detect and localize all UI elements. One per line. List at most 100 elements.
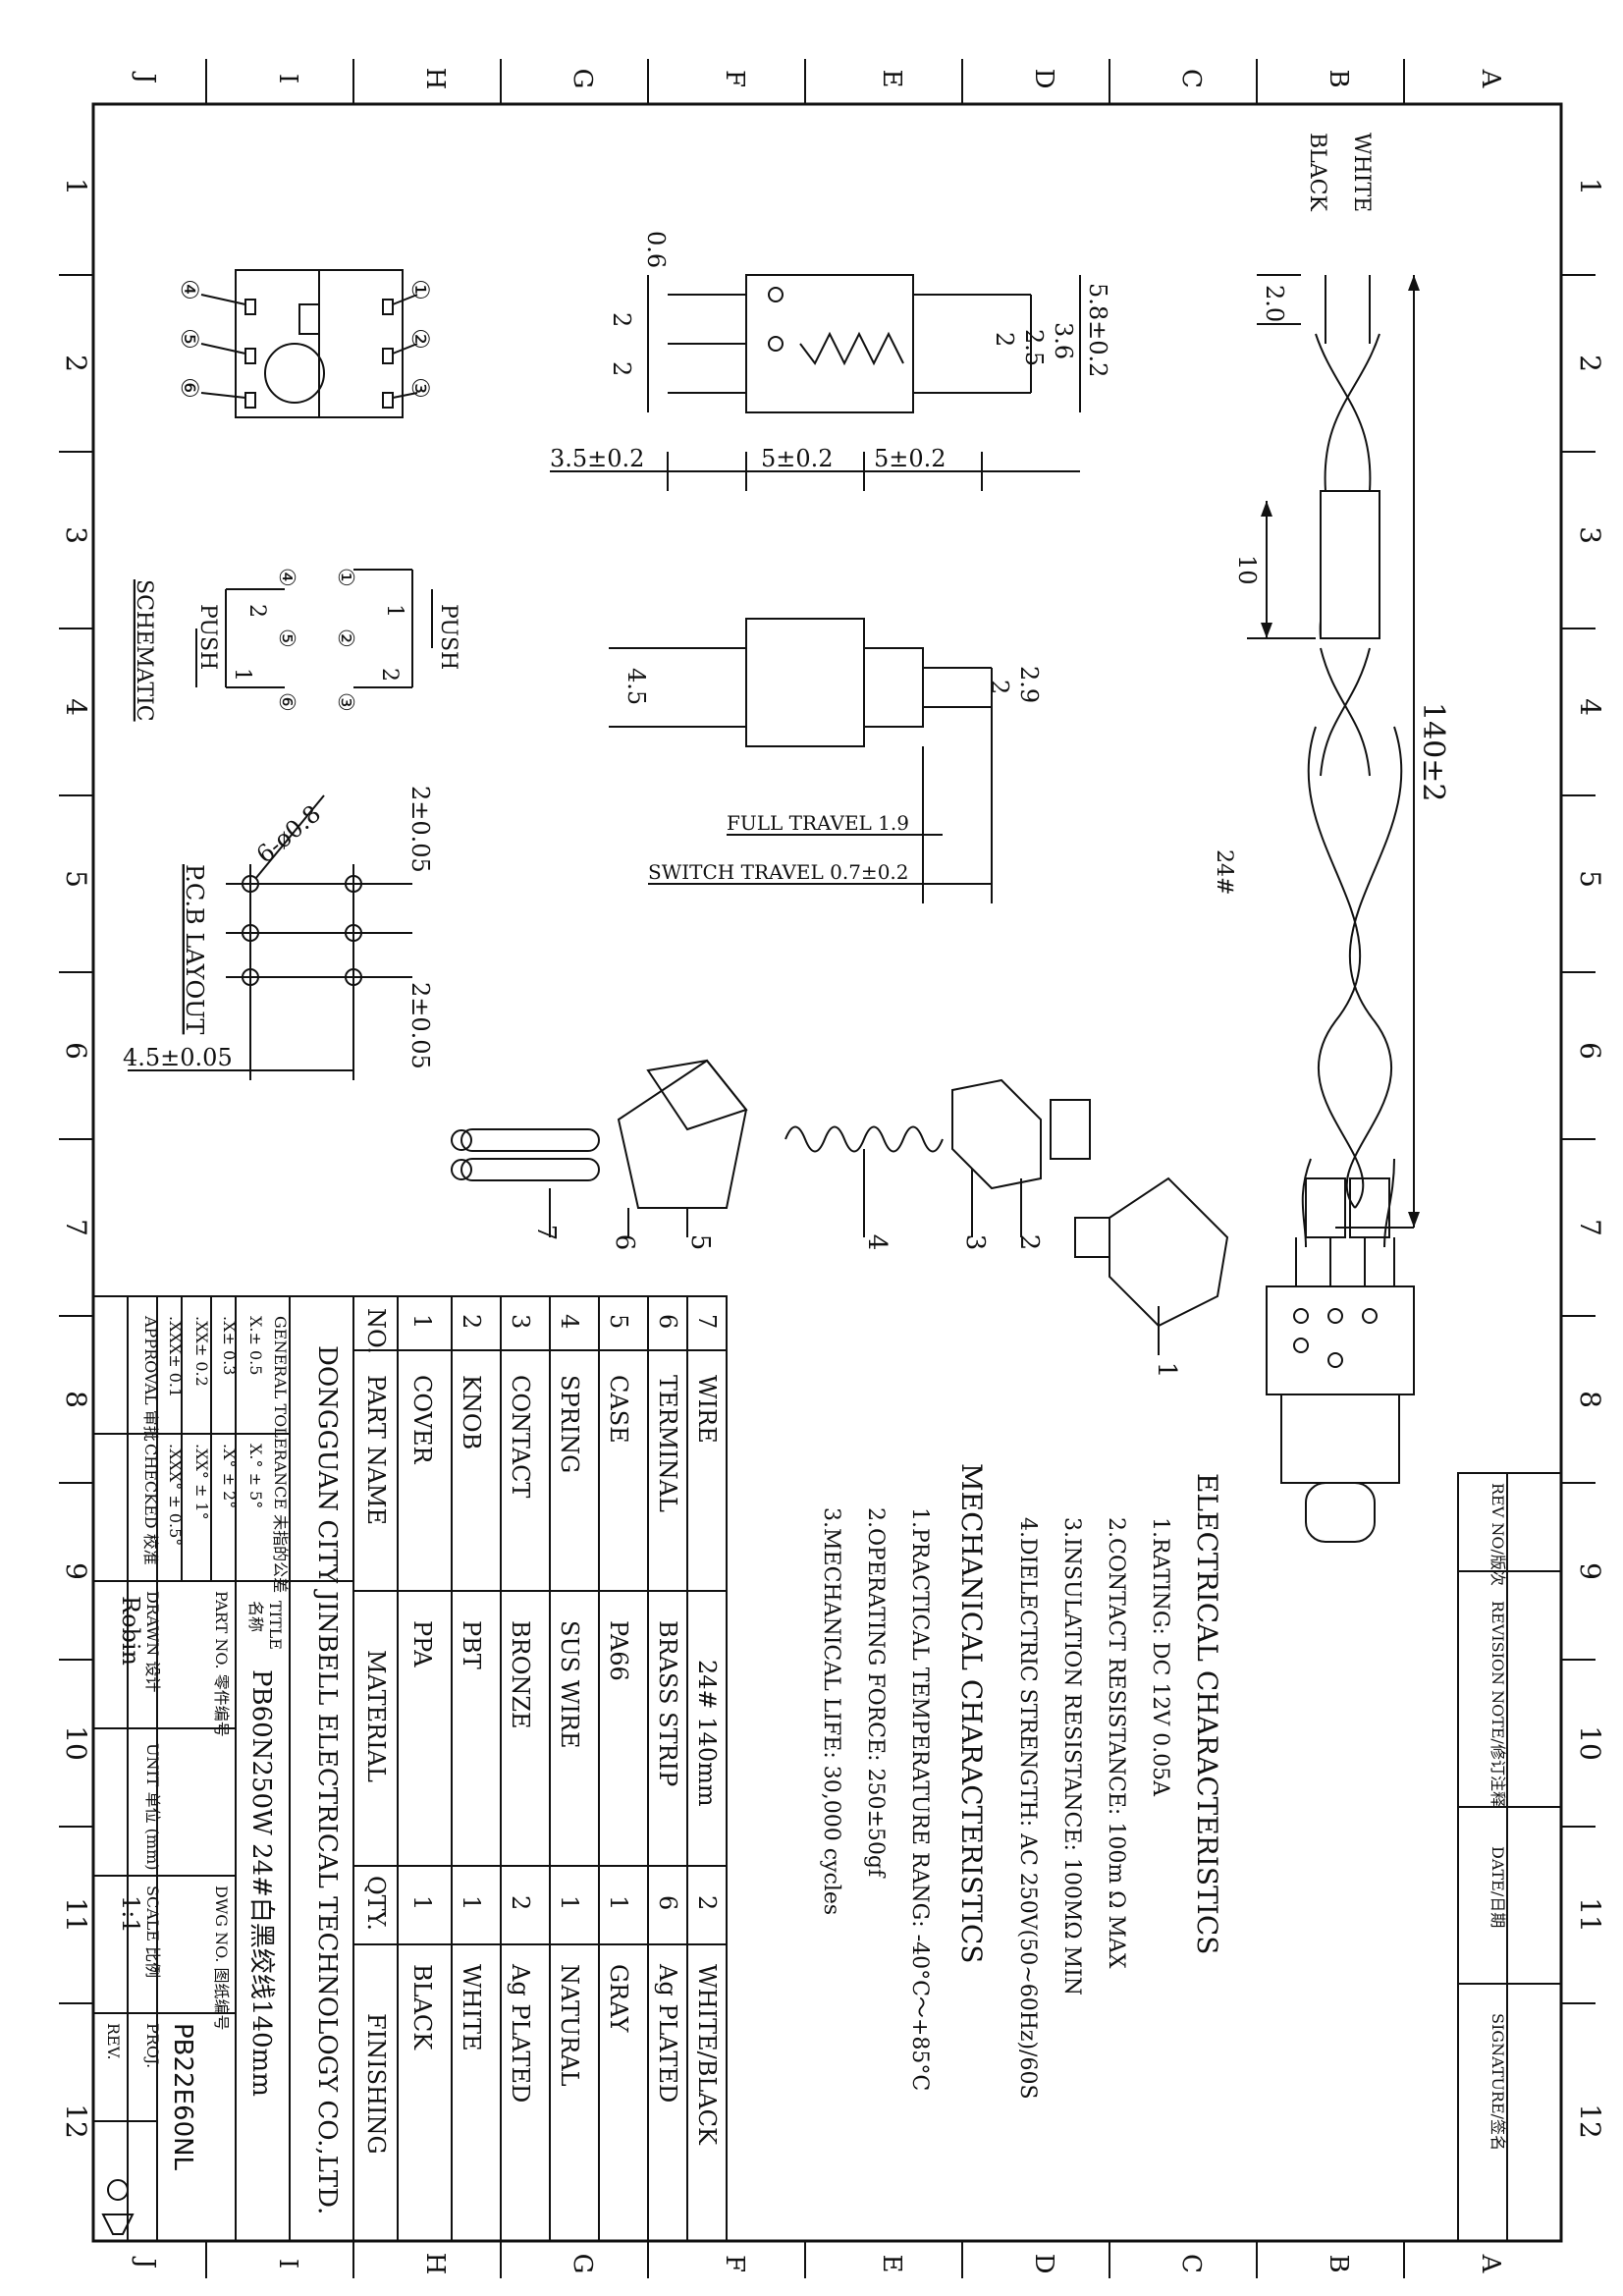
title-label: TITLE [266,1601,285,1650]
zone-letter-bottom: B [1324,2254,1353,2272]
zone-number-right: 3 [1574,526,1606,544]
switch-travel-label: SWITCH TRAVEL 0.7±0.2 [648,860,909,884]
pcb-hole-callout: 6-ø0.8 [251,799,326,868]
mechanical-line: 1.PRACTICAL TEMPERATURE RANG: -40°C～+85°… [907,1507,932,2091]
pcb-dim-mid: 2±0.05 [406,982,434,1069]
bom-header: QTY. [362,1876,390,1931]
table-row: 4 [556,1314,583,1329]
zone-number-right: 9 [1574,1562,1606,1580]
schematic-pin: ① [333,568,357,587]
unit-label: UNIT 单位 (mm) [143,1743,162,1870]
zone-number-right: 6 [1574,1042,1606,1060]
pcb-dim-top: 2±0.05 [406,786,434,873]
table-row: CONTACT [507,1375,534,1498]
electrical-line: 4.DIELECTRIC STRENGTH: AC 250V(50~60Hz)/… [1015,1517,1040,2100]
schematic-pin: ⑥ [274,692,298,712]
pcb-dim-bottom: 4.5±0.05 [123,1044,233,1071]
table-row: PBT [458,1620,485,1669]
part-callout: 3 [960,1234,990,1251]
electrical-heading: ELECTRICAL CHARACTERISTICS [1191,1473,1223,1954]
table-row: COVER [408,1375,436,1464]
part-callout: 6 [610,1234,639,1251]
wire-black-label: BLACK [1305,133,1329,211]
wire-gauge-callout: 24# [1212,849,1236,895]
schematic-num: 2 [244,604,269,618]
tolerance-value: .X± 0.3 [220,1316,239,1375]
zone-number-left: 9 [60,1562,92,1580]
side-dim: 2 [991,332,1018,347]
side-dim: 5.8±0.2 [1084,283,1111,377]
side-dim: 2 [608,312,635,327]
table-row: WHITE [458,1964,485,2051]
zone-number-right: 4 [1574,698,1606,716]
electrical-line: 2.CONTACT RESISTANCE: 100m Ω MAX [1104,1517,1128,1969]
zone-number-left: 2 [60,355,92,372]
schematic-pin: ③ [333,692,357,712]
wire-arrowheads [1261,275,1420,1228]
table-row: 1 [556,1895,583,1910]
electrical-line: 3.INSULATION RESISTANCE: 100MΩ MIN [1059,1517,1084,1995]
outer-border [91,102,1563,2243]
side-dim: 5±0.2 [761,445,834,472]
pin-label: ① [406,279,434,301]
twisted-wire-assembly [1247,274,1415,1543]
schematic-pin: ⑤ [274,629,298,648]
side-dim: 0.6 [642,231,670,268]
zone-letter-bottom: F [720,2255,749,2272]
mechanical-heading: MECHANICAL CHARACTERISTICS [955,1463,988,1963]
part-callout: 1 [1152,1362,1181,1379]
bom-header: FINISHING [362,2013,390,2155]
tolerance-value: .XXX° ± 0.5° [166,1444,185,1546]
wire-white-label: WHITE [1349,133,1374,212]
approval-label: APPROVAL 审批 [141,1315,160,1442]
part-no-label: PART NO. 零件编号 [212,1591,231,1737]
table-row: 1 [605,1895,632,1910]
schematic-title: SCHEMATIC [132,579,156,722]
zone-number-left: 1 [60,178,92,195]
top-dim: 2 [986,680,1013,694]
schematic-pin: ② [333,629,357,648]
table-row: 24# 140mm [693,1660,721,1807]
mechanical-line: 2.OPERATING FORCE: 250±50gf [863,1507,888,1879]
tolerance-heading: GENERAL TOLERANCE 未指的公差 [271,1316,290,1593]
pcb-layout [128,794,412,1080]
tolerance-value: X.° ± 5° [246,1444,265,1508]
zone-letter-bottom: J [131,2256,160,2269]
rev-label: REV. [104,2023,123,2060]
zone-number-right: 7 [1574,1219,1606,1236]
zone-number-left: 5 [60,870,92,888]
top-view [609,618,993,903]
side-dim: 3.6 [1050,322,1077,359]
tolerance-value: X.± 0.5 [246,1316,265,1375]
schematic-pin: ④ [274,568,298,587]
dim-sleeve-length: 10 [1233,555,1261,585]
zone-ticks [59,59,1596,2278]
bom-table-lines [352,1295,728,2242]
zone-number-left: 6 [60,1042,92,1060]
schematic-diagram [195,569,433,688]
zone-letter-bottom: I [273,2259,302,2269]
table-row: PA66 [605,1620,632,1681]
side-view [550,274,1081,491]
schematic-push-left: PUSH [195,604,220,670]
table-row: 1 [408,1314,436,1329]
revision-header: DATE/日期 [1488,1846,1507,1928]
zone-number-left: 8 [60,1391,92,1408]
table-row: 3 [507,1314,534,1329]
pin-label: ③ [406,377,434,399]
table-row: 2 [693,1895,721,1910]
zone-letter-top: H [420,68,450,90]
table-row: 6 [654,1314,681,1329]
proj-label: PROJ. [143,2023,162,2068]
top-dim: 2.9 [1015,666,1043,703]
side-dim: 3.5±0.2 [550,445,644,472]
table-row: 1 [408,1895,436,1910]
tolerance-value: .XX± 0.2 [192,1316,211,1387]
schematic-num: 1 [230,668,254,682]
table-row: NATURAL [556,1964,583,2087]
pin-diagram [200,269,418,418]
zone-number-right: 12 [1574,2104,1606,2139]
company-name: DONGGUAN CITY JINBELL ELECTRICAL TECHNOL… [312,1345,342,2214]
table-row: WHITE/BLACK [693,1964,721,2146]
zone-letter-top: B [1324,69,1353,87]
